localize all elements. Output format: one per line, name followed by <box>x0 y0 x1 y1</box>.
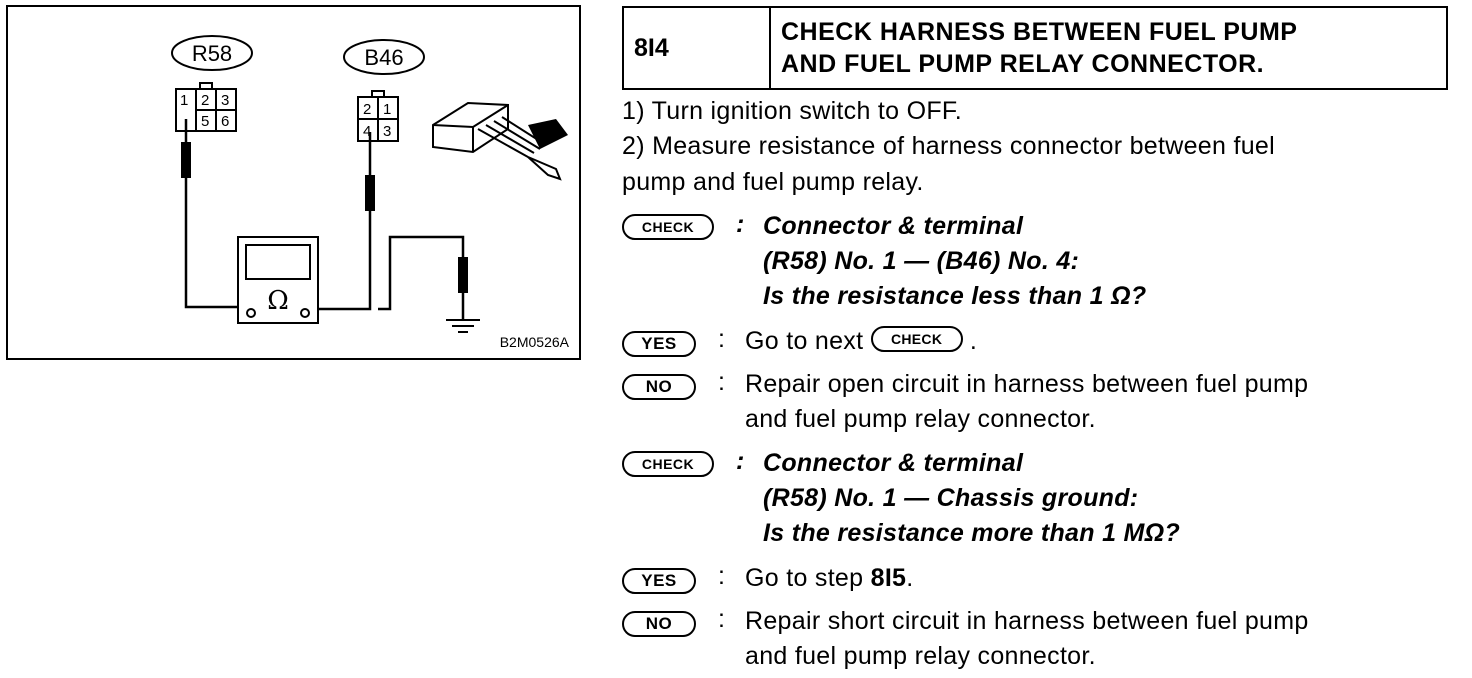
b46-pin: 1 <box>383 101 391 118</box>
check-badge: CHECK <box>622 451 714 477</box>
no1-line1: Repair open circuit in harness between f… <box>745 370 1309 398</box>
check2-line1: Connector & terminal <box>763 449 1024 477</box>
yes2-text: Go to step 8I5. <box>745 561 914 596</box>
yes1-after: . <box>969 327 978 355</box>
colon: : <box>736 210 745 238</box>
r58-pin: 2 <box>201 92 209 109</box>
yes1-before: Go to next <box>745 327 864 355</box>
yes-badge: YES <box>622 568 696 594</box>
colon: : <box>718 325 725 353</box>
no-badge: NO <box>622 374 696 400</box>
colon: : <box>718 562 725 590</box>
title-line: AND FUEL PUMP RELAY CONNECTOR. <box>781 50 1265 78</box>
diagram-drawing: R58 B46 1 2 3 5 6 2 <box>171 35 568 333</box>
b46-label: B46 <box>364 45 403 70</box>
yes2-after: . <box>906 564 914 592</box>
figure-code: B2M0526A <box>499 334 569 350</box>
step-reference: 8I5 <box>870 564 907 592</box>
step-number: 8I4 <box>624 8 771 88</box>
instruction-step2-cont: pump and fuel pump relay. <box>622 168 924 196</box>
r58-pin: 5 <box>201 113 209 130</box>
r58-label: R58 <box>192 41 232 66</box>
check2-line3: Is the resistance more than 1 MΩ? <box>763 519 1181 547</box>
no2-line1: Repair short circuit in harness between … <box>745 607 1309 635</box>
b46-pin: 4 <box>363 123 371 140</box>
title-line: CHECK HARNESS BETWEEN FUEL PUMP <box>781 18 1298 46</box>
check1-line3: Is the resistance less than 1 Ω? <box>763 282 1147 310</box>
check1-line2: (R58) No. 1 — (B46) No. 4: <box>763 247 1080 275</box>
check2-line2: (R58) No. 1 — Chassis ground: <box>763 484 1139 512</box>
r58-pin: 3 <box>221 92 229 109</box>
check-badge: CHECK <box>870 326 963 353</box>
check-badge: CHECK <box>622 214 714 240</box>
check1-line1: Connector & terminal <box>763 212 1024 240</box>
wiring-diagram: R58 B46 1 2 3 5 6 2 <box>6 5 581 360</box>
step-header: 8I4 CHECK HARNESS BETWEEN FUEL PUMP AND … <box>622 6 1448 90</box>
no1-line2: and fuel pump relay connector. <box>745 405 1096 433</box>
r58-pin: 1 <box>180 92 188 109</box>
ohm-symbol: Ω <box>267 286 289 316</box>
colon: : <box>736 447 745 475</box>
yes2-before: Go to step <box>745 564 864 592</box>
step-title: CHECK HARNESS BETWEEN FUEL PUMP AND FUEL… <box>771 8 1446 88</box>
no2-line2: and fuel pump relay connector. <box>745 642 1096 670</box>
b46-pin: 3 <box>383 123 391 140</box>
colon: : <box>718 368 725 396</box>
r58-pin: 6 <box>221 113 229 130</box>
instruction-step1: 1) Turn ignition switch to OFF. <box>622 97 962 125</box>
yes-badge: YES <box>622 331 696 357</box>
instruction-step2: 2) Measure resistance of harness connect… <box>622 132 1275 160</box>
colon: : <box>718 605 725 633</box>
yes1-text: Go to next CHECK . <box>745 324 977 359</box>
no-badge: NO <box>622 611 696 637</box>
b46-pin: 2 <box>363 101 371 118</box>
